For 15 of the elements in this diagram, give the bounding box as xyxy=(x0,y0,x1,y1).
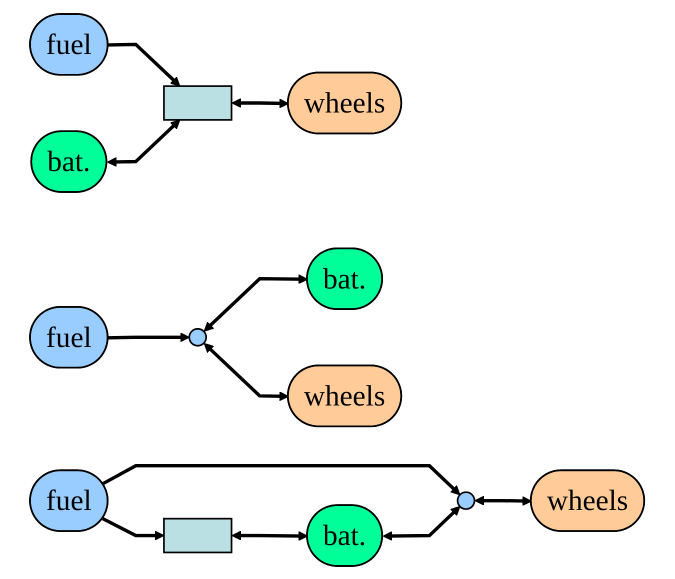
arrow xyxy=(204,274,308,332)
arrow xyxy=(108,332,190,342)
arrow xyxy=(474,495,532,506)
arrow xyxy=(108,42,181,86)
node-bar xyxy=(164,517,233,553)
arrow xyxy=(232,530,308,540)
arrow xyxy=(204,342,290,401)
arrow xyxy=(107,118,181,166)
arrow xyxy=(102,516,165,540)
arrow xyxy=(383,506,461,540)
arrow xyxy=(102,464,461,495)
node-bar xyxy=(164,84,233,120)
arrow xyxy=(232,98,290,108)
node-circle xyxy=(188,328,208,346)
node-circle xyxy=(457,490,476,510)
